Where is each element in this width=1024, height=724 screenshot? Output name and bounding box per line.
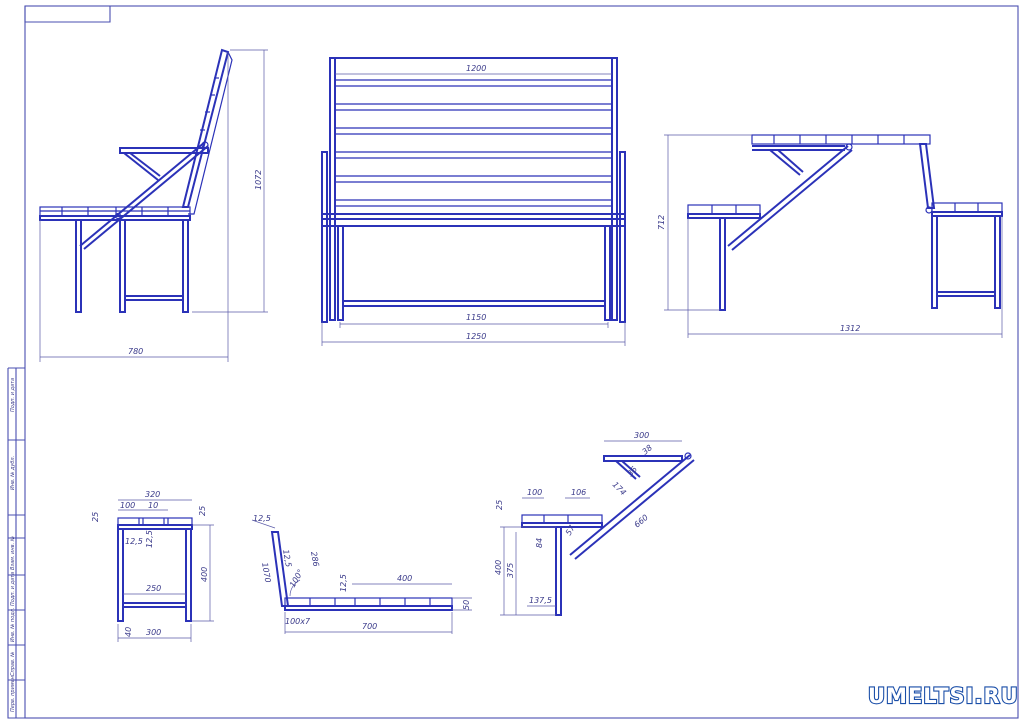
- dim-front-total-width: 1250: [466, 332, 486, 341]
- dim-arm-h400: 400: [494, 560, 503, 575]
- dim-back-slat: 100x7: [285, 617, 311, 626]
- stamp-label-7: Перв. примен.: [10, 674, 16, 712]
- dim-arm-38: 38: [641, 443, 655, 456]
- dim-seat-top-thk: 25: [91, 512, 100, 522]
- dim-back-slant: 286: [309, 551, 321, 568]
- stamp-labels: Подп. и дата Инв. № дубл. Взам. инв. № П…: [10, 378, 16, 712]
- dim-seat-top-width: 320: [145, 490, 160, 499]
- dim-seat-height: 400: [200, 567, 209, 582]
- stamp-label-3: Взам. инв. №: [10, 536, 16, 570]
- dim-arm-slant: 660: [633, 513, 650, 530]
- dim-back-top-a: 12,5: [253, 514, 271, 523]
- dim-seat-left-seg: 100: [120, 501, 135, 510]
- dim-side-height: 1072: [254, 170, 263, 190]
- stamp-label-5: Инв. № подл.: [10, 608, 16, 643]
- stamp-label-4: Подп. и дата: [10, 572, 16, 606]
- dim-arm-w106: 106: [571, 488, 586, 497]
- dim-back-length-top: 400: [397, 574, 412, 583]
- dim-front-inner-width: 1150: [466, 313, 486, 322]
- dim-back-top-b: 12,5: [281, 549, 293, 568]
- table-view: 712 1312: [657, 134, 1003, 338]
- watermark-logo: UMELTSI.RU: [868, 684, 1019, 708]
- dim-arm-w100: 100: [527, 488, 542, 497]
- dim-seat-right-thk: 25: [198, 506, 207, 516]
- dim-seat-base: 300: [146, 628, 161, 637]
- dim-arm-foot: 137,5: [529, 596, 552, 605]
- side-view: 780 1072: [39, 48, 268, 362]
- dim-side-depth: 780: [128, 347, 143, 356]
- dim-seat-cross: 250: [146, 584, 161, 593]
- armrest-frame-detail: 300 38 36 174 660 100 106 25 84 57 400 3…: [494, 431, 695, 616]
- dim-arm-top: 300: [634, 431, 649, 440]
- dim-arm-h25: 25: [495, 500, 504, 510]
- dim-back-step: 12,5: [339, 574, 348, 592]
- dim-arm-174: 174: [611, 480, 628, 497]
- stamp-label-1: Подп. и дата: [10, 378, 16, 412]
- dim-seat-foot: 40: [124, 627, 133, 637]
- dim-seat-inner-b: 12,5: [145, 530, 154, 548]
- front-view: 1200 1150 1250: [321, 57, 626, 346]
- dim-front-top-width: 1200: [466, 64, 486, 73]
- dim-arm-h57: 57: [564, 523, 577, 537]
- dim-back-length: 700: [362, 622, 377, 631]
- dim-back-thk: 50: [462, 600, 471, 610]
- seat-frame-detail: 320 100 10 25 25 12,5 12,5 250 400 40 30…: [91, 490, 214, 642]
- dim-seat-gap: 10: [148, 501, 158, 510]
- stamp-label-6: Справ. №: [10, 652, 16, 676]
- backrest-frame-detail: 12,5 12,5 286 1070 100° 12,5 400 50 100x…: [251, 514, 472, 634]
- dim-arm-h375: 375: [506, 563, 515, 578]
- dim-back-angle: 100°: [288, 568, 305, 589]
- dim-back-side: 1070: [260, 562, 272, 584]
- stamp-label-2: Инв. № дубл.: [10, 456, 16, 490]
- dim-arm-h84: 84: [535, 538, 544, 548]
- dim-table-height: 712: [657, 215, 666, 230]
- sheet-frame: [7, 5, 1019, 719]
- dim-seat-inner-a: 12,5: [125, 537, 143, 546]
- dim-table-width: 1312: [840, 324, 860, 333]
